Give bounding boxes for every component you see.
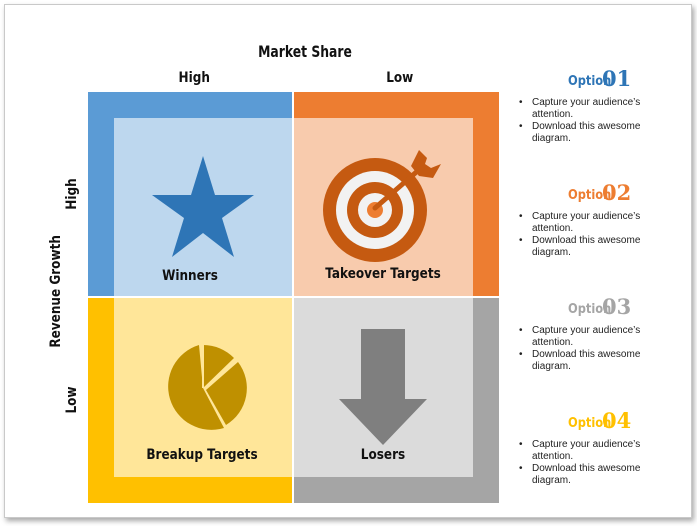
column-label-high: High	[178, 70, 210, 86]
quadrant-winners: Winners	[88, 92, 293, 297]
option-number: 04	[602, 408, 632, 433]
option-heading-01: Option 01	[568, 66, 631, 91]
option-number: 03	[602, 294, 632, 319]
option-heading-02: Option 02	[568, 180, 631, 205]
option-word: Option	[568, 416, 612, 431]
bullet-item: Capture your audience’s attention.	[518, 439, 662, 463]
bullet-item: Capture your audience’s attention.	[518, 211, 662, 235]
horizontal-divider	[88, 296, 499, 298]
quadrant-takeover-targets: Takeover Targets	[293, 92, 499, 297]
option-02-bullets: Capture your audience’s attention. Downl…	[518, 211, 662, 259]
bullet-item: Capture your audience’s attention.	[518, 325, 662, 349]
bullet-item: Download this awesome diagram.	[518, 463, 662, 487]
row-label-low: Low	[64, 386, 80, 414]
pie-chart-icon	[168, 344, 247, 430]
option-01-bullets: Capture your audience’s attention. Downl…	[518, 97, 662, 145]
option-word: Option	[568, 188, 612, 203]
quadrant-label-losers: Losers	[360, 447, 406, 463]
row-label-high: High	[64, 178, 80, 210]
option-04-bullets: Capture your audience’s attention. Downl…	[518, 439, 662, 487]
bullet-item: Capture your audience’s attention.	[518, 97, 662, 121]
down-arrow-icon	[339, 329, 427, 445]
option-word: Option	[568, 74, 612, 89]
bullet-item: Download this awesome diagram.	[518, 235, 662, 259]
revenue-growth-title: Revenue Growth	[48, 235, 64, 348]
quadrant-label-winners: Winners	[162, 268, 218, 284]
market-share-title: Market Share	[258, 42, 352, 61]
option-03-bullets: Capture your audience’s attention. Downl…	[518, 325, 662, 373]
column-label-low: Low	[386, 70, 414, 86]
option-heading-04: Option 04	[568, 408, 631, 433]
target-icon	[323, 150, 441, 262]
quadrant-breakup-targets: Breakup Targets	[88, 297, 293, 503]
bullet-item: Download this awesome diagram.	[518, 121, 662, 145]
star-icon	[152, 156, 254, 257]
option-heading-03: Option 03	[568, 294, 631, 319]
option-word: Option	[568, 302, 612, 317]
option-number: 02	[602, 180, 632, 205]
option-number: 01	[602, 66, 632, 91]
quadrant-label-breakup-targets: Breakup Targets	[146, 447, 258, 463]
bullet-item: Download this awesome diagram.	[518, 349, 662, 373]
quadrant-label-takeover-targets: Takeover Targets	[325, 266, 441, 282]
quadrant-losers: Losers	[293, 297, 499, 503]
